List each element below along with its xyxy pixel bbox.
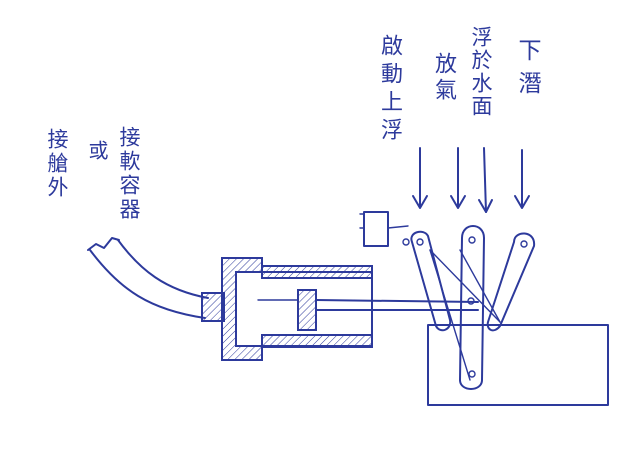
- label-outside-hull: 接艙外: [45, 128, 69, 200]
- label-dive: 下潛: [514, 38, 540, 104]
- label-soft-container: 接軟容器: [117, 126, 141, 222]
- linkage-lines: [429, 249, 501, 381]
- label-release-air: 放氣: [431, 52, 456, 104]
- switch-block: [359, 211, 410, 247]
- label-or: 或: [85, 140, 109, 163]
- base-plate: [427, 324, 609, 406]
- hose: [87, 237, 209, 319]
- arrow-start-surface: [412, 147, 428, 209]
- piston-rod: [315, 299, 479, 311]
- arrow-dive: [514, 149, 530, 209]
- piston-head: [297, 289, 317, 331]
- lever-start-surface: [410, 230, 452, 332]
- lever-release-air: [459, 225, 485, 390]
- label-start-surface: 啟動上浮: [377, 34, 402, 146]
- label-float-surface: 浮於水面: [469, 26, 493, 118]
- arrow-release-air: [450, 147, 466, 209]
- arrow-float-surface: [478, 147, 493, 213]
- hose-connector: [201, 292, 225, 322]
- cylinder: [221, 257, 373, 361]
- lever-dive: [486, 232, 536, 332]
